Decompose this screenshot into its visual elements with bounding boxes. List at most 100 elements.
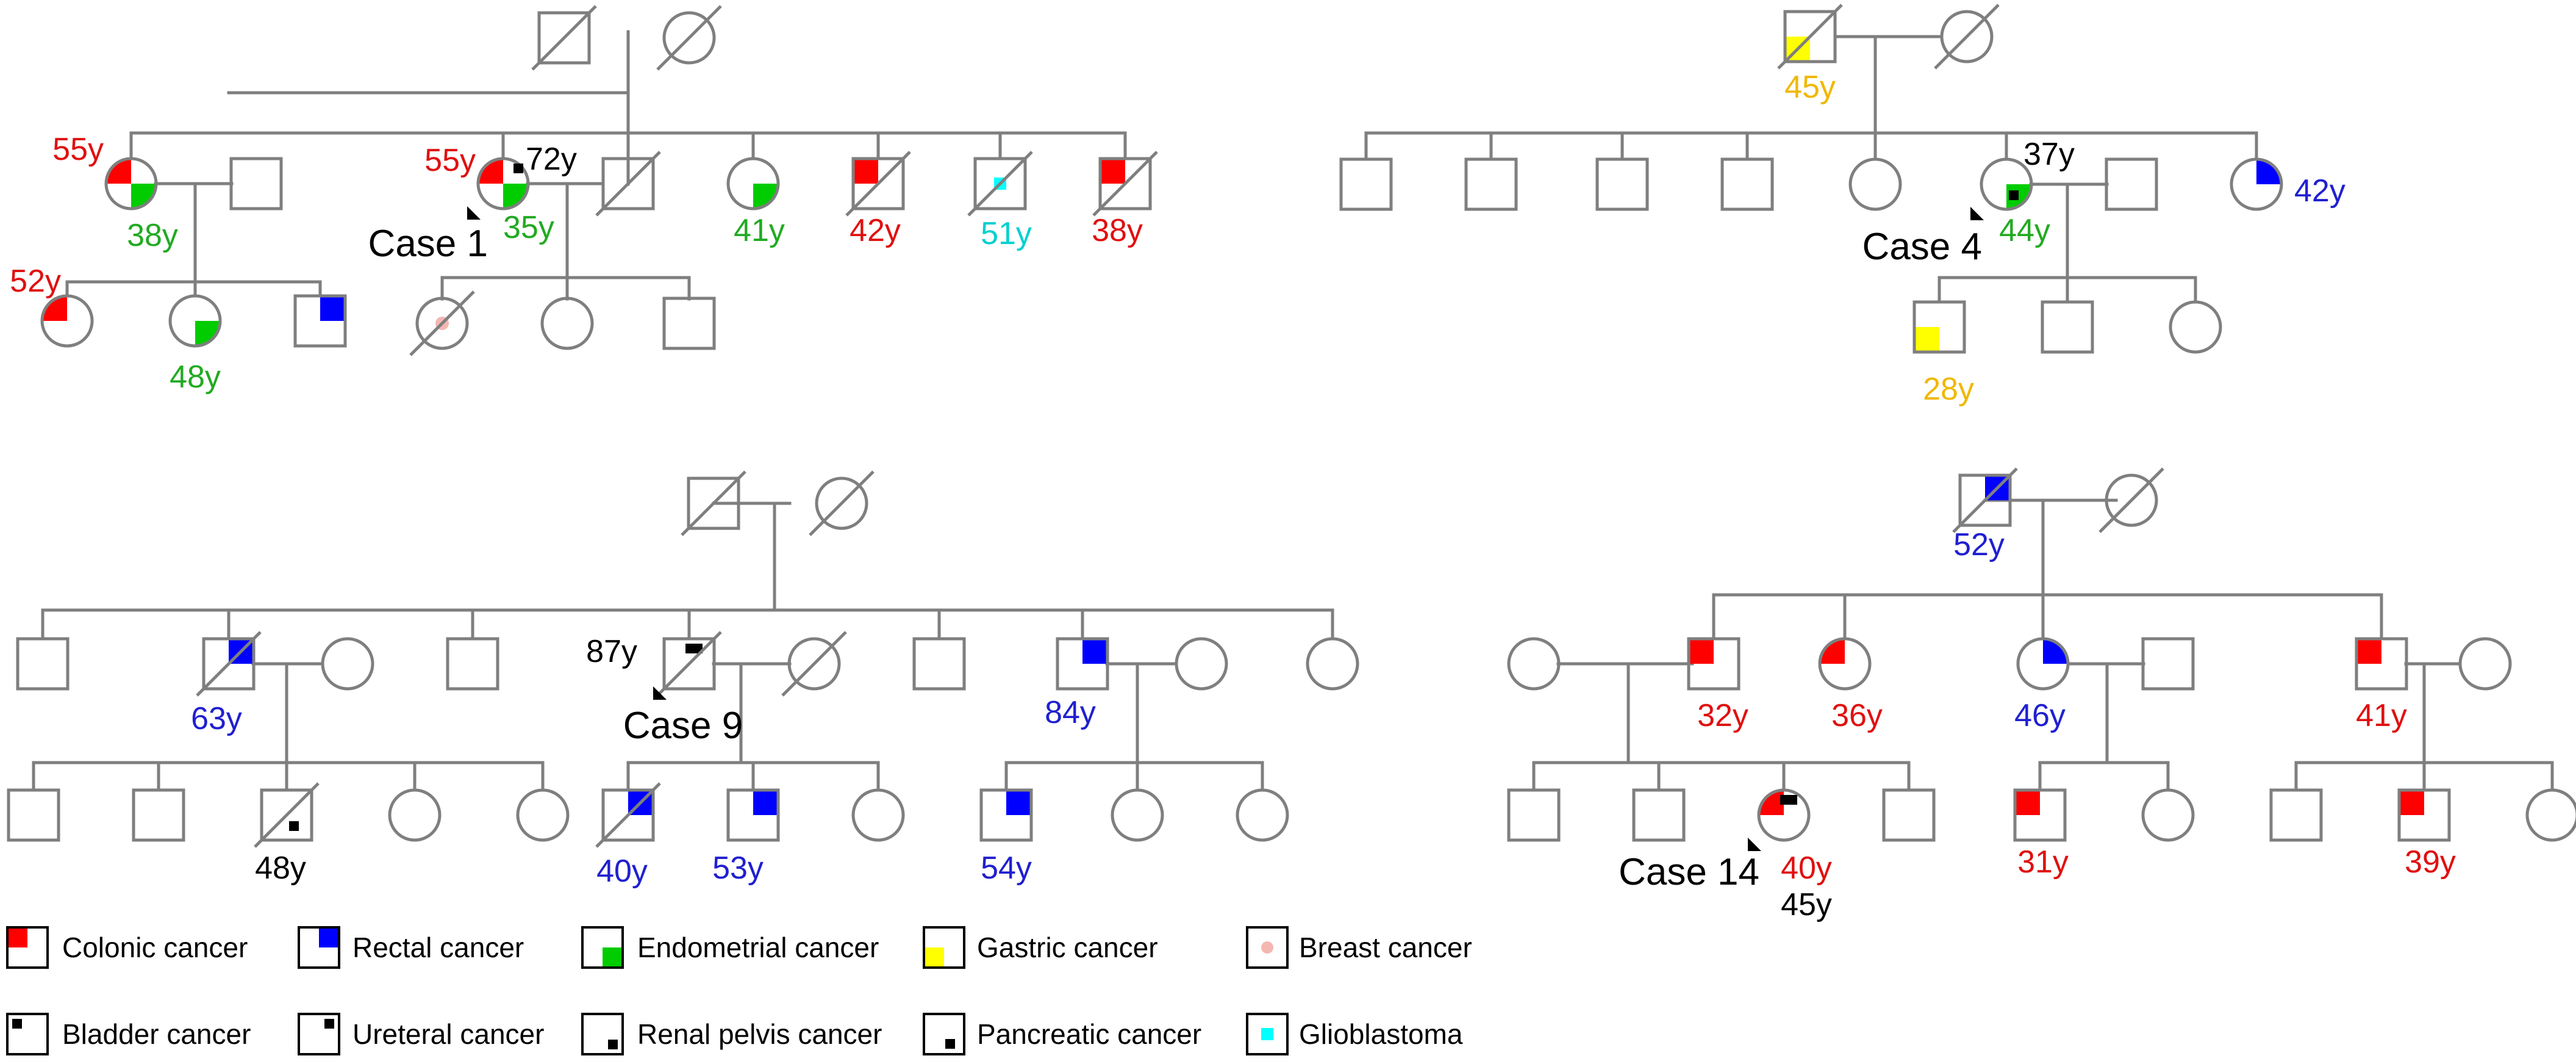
nephew [254,782,320,848]
nephew [7,788,60,842]
legend-item-ureteral: Ureteral cancer [298,1013,544,1055]
grandfather [1777,4,1843,70]
niece [516,788,570,842]
age-label: 52y [10,264,61,299]
nephew [1507,788,1561,842]
legend-item-gastric: Gastric cancer [923,926,1158,969]
legend-symbol [1246,1013,1289,1055]
age-label: 41y [734,213,785,248]
legend-item-glioblastoma: Glioblastoma [1246,1013,1463,1055]
age-label: 63y [191,701,242,736]
grandmother [809,470,875,536]
sibling [1339,157,1393,211]
niece [1236,788,1289,842]
brother [1056,637,1109,691]
legend-symbol [923,926,965,969]
sister [2230,157,2283,211]
age-label: 36y [1831,698,1883,733]
age-label: 38y [127,218,178,253]
nephew [2269,788,2323,842]
age-label: 35y [503,210,554,245]
nephew [1632,788,1686,842]
husband [2105,157,2158,211]
sibling [1720,157,1774,211]
legend-symbol [298,1013,340,1055]
age-label: 45y [1784,70,1836,105]
husband [595,151,661,217]
legend-item-rectal: Rectal cancer [298,926,524,969]
niece [388,788,442,842]
sibling [1848,157,1902,211]
sibling [1464,157,1518,211]
sister [726,157,780,210]
age-label: 41y [2356,698,2407,733]
legend-symbol [581,926,624,969]
sibling [1306,637,1359,691]
age-label: 40y [596,854,648,889]
age-label: 39y [2405,844,2456,880]
age-label: 87y [586,634,637,669]
legend: Colonic cancer Rectal cancer Endometrial c… [6,926,1472,1055]
legend-label: Renal pelvis cancer [637,1018,882,1050]
legend-label: Endometrial cancer [637,932,879,963]
proband-case-9 [653,631,722,700]
age-label: 48y [170,359,221,395]
legend-item-renal_pelvis: Renal pelvis cancer [581,1013,882,1055]
son [595,782,661,848]
case-label: Case 9 [623,705,743,747]
legend-symbol [6,926,49,969]
age-label: 54y [981,850,1032,886]
legend-label: Gastric cancer [977,932,1158,963]
age-label: 40y [1781,850,1832,886]
niece [2525,788,2576,842]
proband-arrow [467,206,481,220]
husband [2141,637,2195,691]
case-label: Case 1 [368,223,488,265]
age-label: 53y [712,850,764,886]
legend-item-bladder: Bladder cancer [6,1013,251,1055]
proband-case-14 [1748,788,1811,851]
sibling [16,637,70,691]
wife [321,637,374,691]
legend-label: Glioblastoma [1299,1018,1463,1050]
proband-arrow [1748,838,1761,851]
niece [2141,788,2195,842]
sibling [446,637,499,691]
nephew [2397,788,2451,842]
age-label: 45y [1781,887,1832,922]
proband-case-1 [467,157,530,220]
grandfather [531,5,597,71]
daughter [2169,300,2222,354]
daughter [40,294,94,348]
legend-label: Bladder cancer [62,1018,251,1050]
legend-item-colonic: Colonic cancer [6,926,248,969]
age-label: 42y [2294,173,2345,209]
brother [2355,637,2408,691]
brother [1687,637,1741,691]
age-label: 55y [52,132,104,167]
nephew [2013,788,2067,842]
legend-symbol [581,1013,624,1055]
grandfather [681,470,746,536]
case-label: Case 4 [1862,226,1982,268]
legend-label: Breast cancer [1299,932,1472,963]
brother [1092,151,1158,217]
wife [2458,637,2512,691]
son [1912,300,1966,354]
proband-case-4 [1970,157,2033,220]
wife [1507,637,1561,691]
father [229,157,283,210]
wife [781,631,847,697]
daughter [409,290,475,356]
case-label: Case 14 [1619,851,1759,893]
niece [1111,788,1164,842]
daughter [168,294,222,348]
legend-item-breast: Breast cancer [1246,926,1472,969]
age-label: 55y [424,143,476,178]
age-label: 28y [1923,372,1974,407]
daughter [540,297,594,350]
legend-label: Colonic cancer [62,932,248,963]
nephew [132,788,185,842]
age-label: 52y [1953,527,2005,563]
